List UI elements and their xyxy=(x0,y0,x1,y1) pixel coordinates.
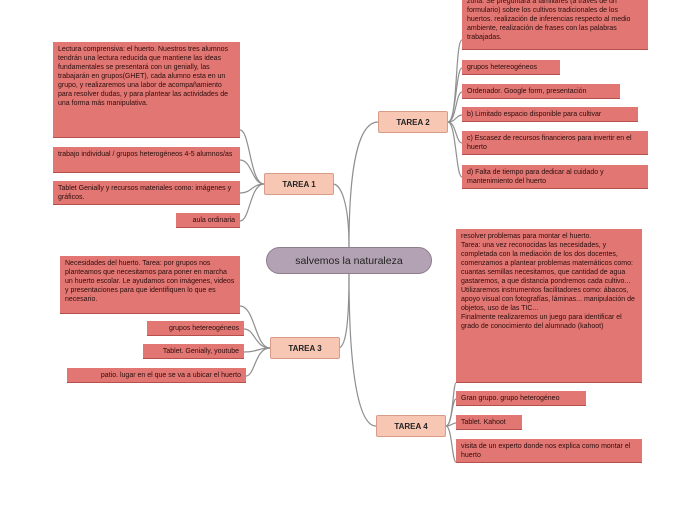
task-4-description[interactable]: resolver problemas para montar el huerto… xyxy=(456,229,642,383)
task-1-resources[interactable]: Tablet Genially y recursos materiales co… xyxy=(53,181,240,205)
task-2-problem-b[interactable]: b) Limitado espacio disponible para cult… xyxy=(462,107,638,122)
task-3-resources[interactable]: Tablet. Genially, youtube xyxy=(143,344,244,359)
task-2-problem-c[interactable]: c) Escasez de recursos financieros para … xyxy=(462,131,648,155)
task-3-node[interactable]: TAREA 3 xyxy=(270,337,340,359)
task-1-description[interactable]: Lectura comprensiva: el huerto. Nuestros… xyxy=(53,42,240,138)
task-1-space[interactable]: aula ordinaria xyxy=(176,213,240,228)
task-3-space[interactable]: patio. lugar en el que se va a ubicar el… xyxy=(67,368,246,383)
task-2-description[interactable]: zona. Se preguntará a familiares (a trav… xyxy=(462,0,648,50)
link-central-t2 xyxy=(348,121,379,248)
task-4-grouping[interactable]: Gran grupo. grupo heterogéneo xyxy=(456,391,586,406)
task-1-node[interactable]: TAREA 1 xyxy=(264,173,334,195)
task-4-resources[interactable]: Tablet. Kahoot xyxy=(456,415,522,430)
task-3-description[interactable]: Necesidades del huerto. Tarea: por grupo… xyxy=(60,256,240,314)
task-2-grouping[interactable]: grupos hetereogéneos xyxy=(462,60,560,75)
task-1-grouping[interactable]: trabajo individual / grupos heterogéneos… xyxy=(53,147,240,173)
link-central-t4 xyxy=(348,273,377,427)
task-2-node[interactable]: TAREA 2 xyxy=(378,111,448,133)
link-central-t1 xyxy=(332,183,350,248)
task-3-grouping[interactable]: grupos hetereogéneos xyxy=(147,321,244,336)
central-topic[interactable]: salvemos la naturaleza xyxy=(266,247,432,274)
task-4-node[interactable]: TAREA 4 xyxy=(376,415,446,437)
task-2-problem-d[interactable]: d) Falta de tiempo para dedicar al cuida… xyxy=(462,165,648,189)
task-2-resources[interactable]: Ordenador. Google form, presentación xyxy=(462,84,620,99)
task-4-space[interactable]: visita de un experto donde nos explica c… xyxy=(456,439,642,463)
